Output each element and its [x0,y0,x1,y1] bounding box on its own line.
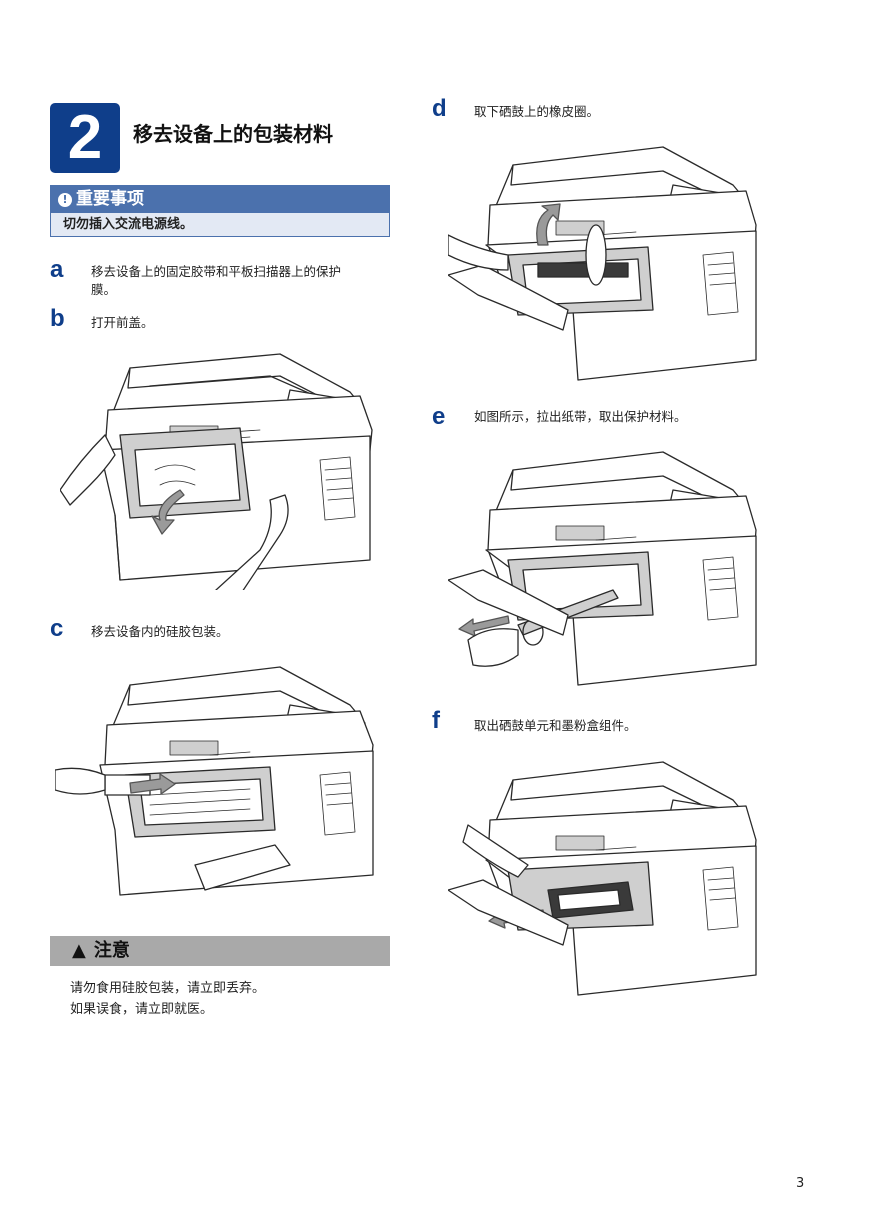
caution-body: 请勿食用硅胶包装，请立即丢弃。 如果误食，请立即就医。 [70,978,265,1020]
important-notice-body: 切勿插入交流电源线。 [50,213,390,237]
caution-line-1: 请勿食用硅胶包装，请立即丢弃。 [70,981,266,996]
caution-header: ▲ 注意 [50,936,390,966]
important-notice-header: ! 重要事项 [50,185,390,213]
step-d-letter: d [432,95,447,122]
step-f-letter: f [432,707,440,734]
step-a-line2: 膜。 [91,282,117,297]
page-number: 3 [796,1176,805,1191]
step-c-letter: c [50,615,64,642]
step-number-badge: 2 [50,103,120,173]
step-a-line1: 移去设备上的固定胶带和平板扫描器上的保护 [91,264,342,279]
exclamation-circle-icon: ! [58,193,72,207]
step-b-letter: b [50,305,65,332]
step-a-text: 移去设备上的固定胶带和平板扫描器上的保护 膜。 [91,263,391,299]
step-f-text: 取出硒鼓单元和墨粉盒组件。 [474,718,637,733]
warning-triangle-icon: ▲ [72,940,86,961]
step-e-text: 如图所示，拉出纸带，取出保护材料。 [474,409,687,424]
important-notice-text: 切勿插入交流电源线。 [63,217,194,232]
remove-drum-toner-assembly-illustration [448,761,757,996]
printer-remove-silica-gel-illustration [55,666,374,896]
step-b-text: 打开前盖。 [91,315,154,330]
step-d-text: 取下硒鼓上的橡皮圈。 [474,104,600,119]
drum-remove-rubber-band-illustration [448,146,757,381]
step-e-letter: e [432,403,446,430]
step-a-letter: a [50,256,64,283]
step-c-text: 移去设备内的硅胶包装。 [91,624,229,639]
pull-paper-strip-illustration [448,451,757,686]
section-title: 移去设备上的包装材料 [133,122,333,146]
caution-title: 注意 [93,940,130,961]
caution-line-2: 如果误食，请立即就医。 [70,1002,214,1017]
printer-open-front-cover-illustration [60,353,373,590]
important-notice-title: 重要事项 [76,189,144,209]
